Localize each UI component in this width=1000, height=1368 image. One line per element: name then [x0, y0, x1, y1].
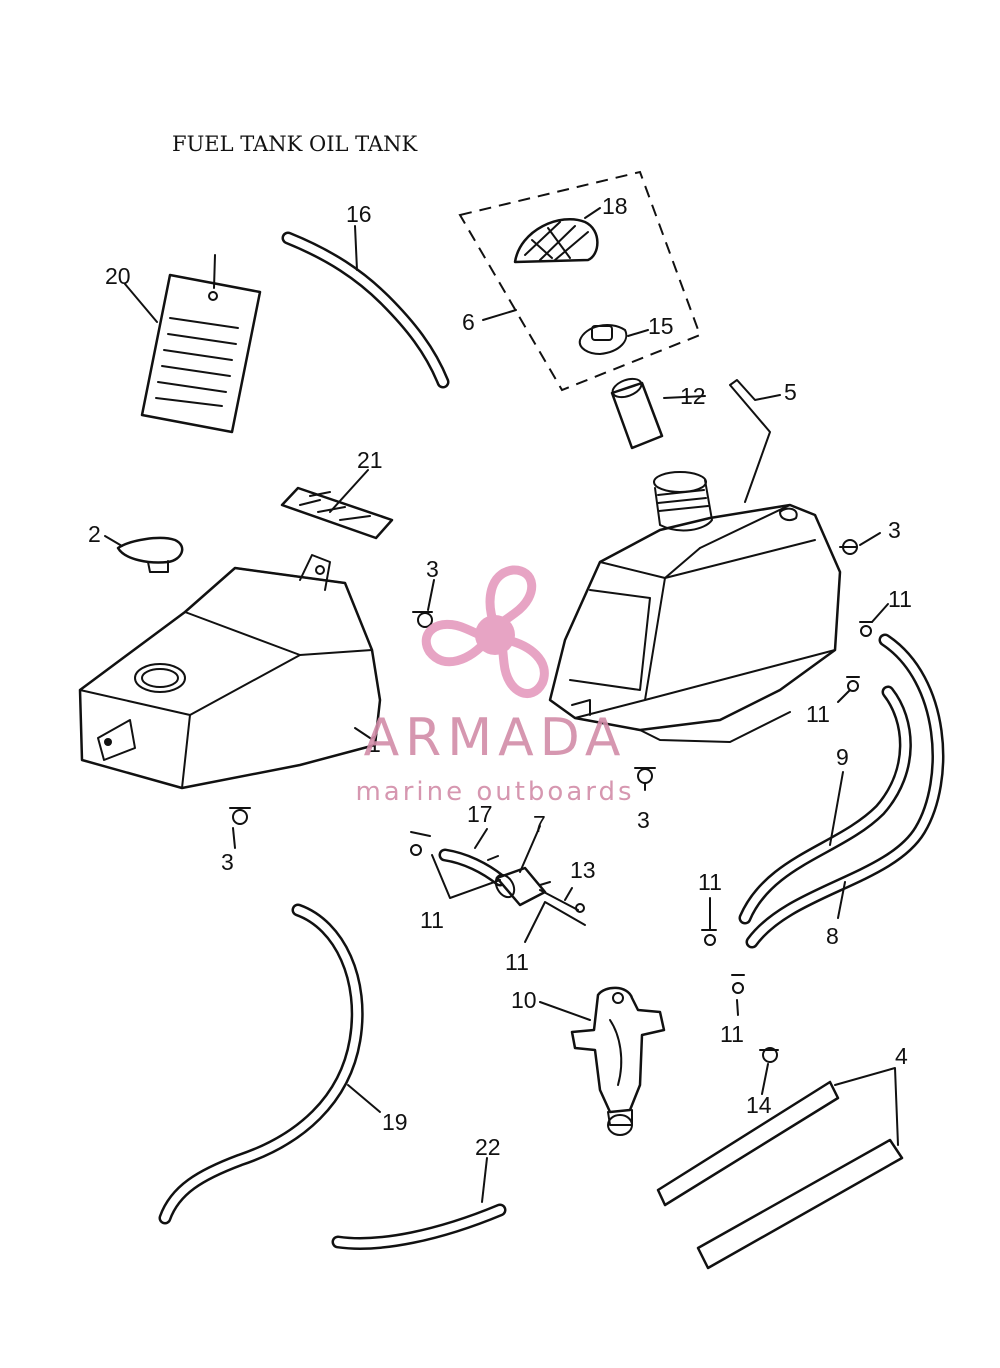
callout-11-a: 11	[888, 586, 912, 612]
callout-15: 15	[648, 313, 674, 339]
part-10-valve	[570, 986, 666, 1136]
callout-22: 22	[475, 1134, 501, 1160]
callout-9: 9	[836, 744, 849, 770]
callout-20: 20	[105, 263, 131, 289]
part-5-oil-tank	[548, 471, 842, 743]
callout-13: 13	[570, 857, 596, 883]
part-22-hose	[331, 1203, 507, 1250]
callout-18: 18	[602, 193, 628, 219]
callout-16: 16	[346, 201, 372, 227]
part-19-hose	[158, 903, 364, 1225]
callout-4: 4	[895, 1043, 908, 1069]
leader-lines	[104, 207, 899, 1203]
callout-6: 6	[462, 309, 475, 335]
part-1-fuel-tank	[78, 554, 382, 790]
callout-14: 14	[746, 1092, 772, 1118]
part-3-clip-b	[412, 611, 433, 628]
part-20-tag	[140, 254, 262, 434]
callout-10: 10	[511, 987, 537, 1013]
diagram-title: FUEL TANK OIL TANK	[172, 132, 418, 156]
part-8-hose	[745, 633, 945, 949]
callout-21: 21	[357, 447, 383, 473]
callout-11-e: 11	[698, 869, 722, 895]
callout-3-d: 3	[221, 849, 234, 875]
callout-8: 8	[826, 923, 839, 949]
part-3-clip-a	[839, 539, 858, 555]
part-12-filter	[610, 377, 664, 450]
part-6-cap-assembly	[458, 170, 702, 392]
part-11-clips	[410, 621, 873, 994]
callout-11-d: 11	[505, 949, 529, 975]
part-3-clip-d	[229, 807, 251, 825]
part-17-7-filter	[438, 848, 585, 913]
callout-11-b: 11	[806, 701, 830, 727]
part-14-clip	[759, 1047, 779, 1063]
propeller-logo-icon	[420, 565, 553, 699]
watermark-brand: ARMADA	[364, 708, 627, 768]
part-4-straps	[656, 1080, 904, 1270]
callout-2: 2	[88, 521, 101, 547]
callout-19: 19	[382, 1109, 408, 1135]
part-9-hose	[738, 685, 912, 925]
callout-7: 7	[533, 811, 546, 837]
part-16-hose	[281, 231, 450, 389]
callout-5: 5	[784, 379, 797, 405]
callout-11-c: 11	[420, 907, 444, 933]
callout-12: 12	[680, 383, 706, 409]
callout-3-b: 3	[888, 517, 901, 543]
part-3-clip-c	[634, 767, 656, 784]
part-2-cap	[116, 536, 184, 573]
callout-17: 17	[467, 801, 493, 827]
watermark-tagline: marine outboards	[355, 777, 634, 807]
callout-11-f: 11	[720, 1021, 744, 1047]
callout-1: 1	[368, 731, 381, 757]
callout-3-a: 3	[426, 556, 439, 582]
watermark: ARMADA marine outboards	[355, 565, 634, 807]
part-21-label	[280, 486, 394, 540]
callout-labels: 1 2 3 3 3 3 4 5 6 7 8 9 10 11 11 11 11 1…	[88, 193, 912, 1160]
callout-3-c: 3	[637, 807, 650, 833]
